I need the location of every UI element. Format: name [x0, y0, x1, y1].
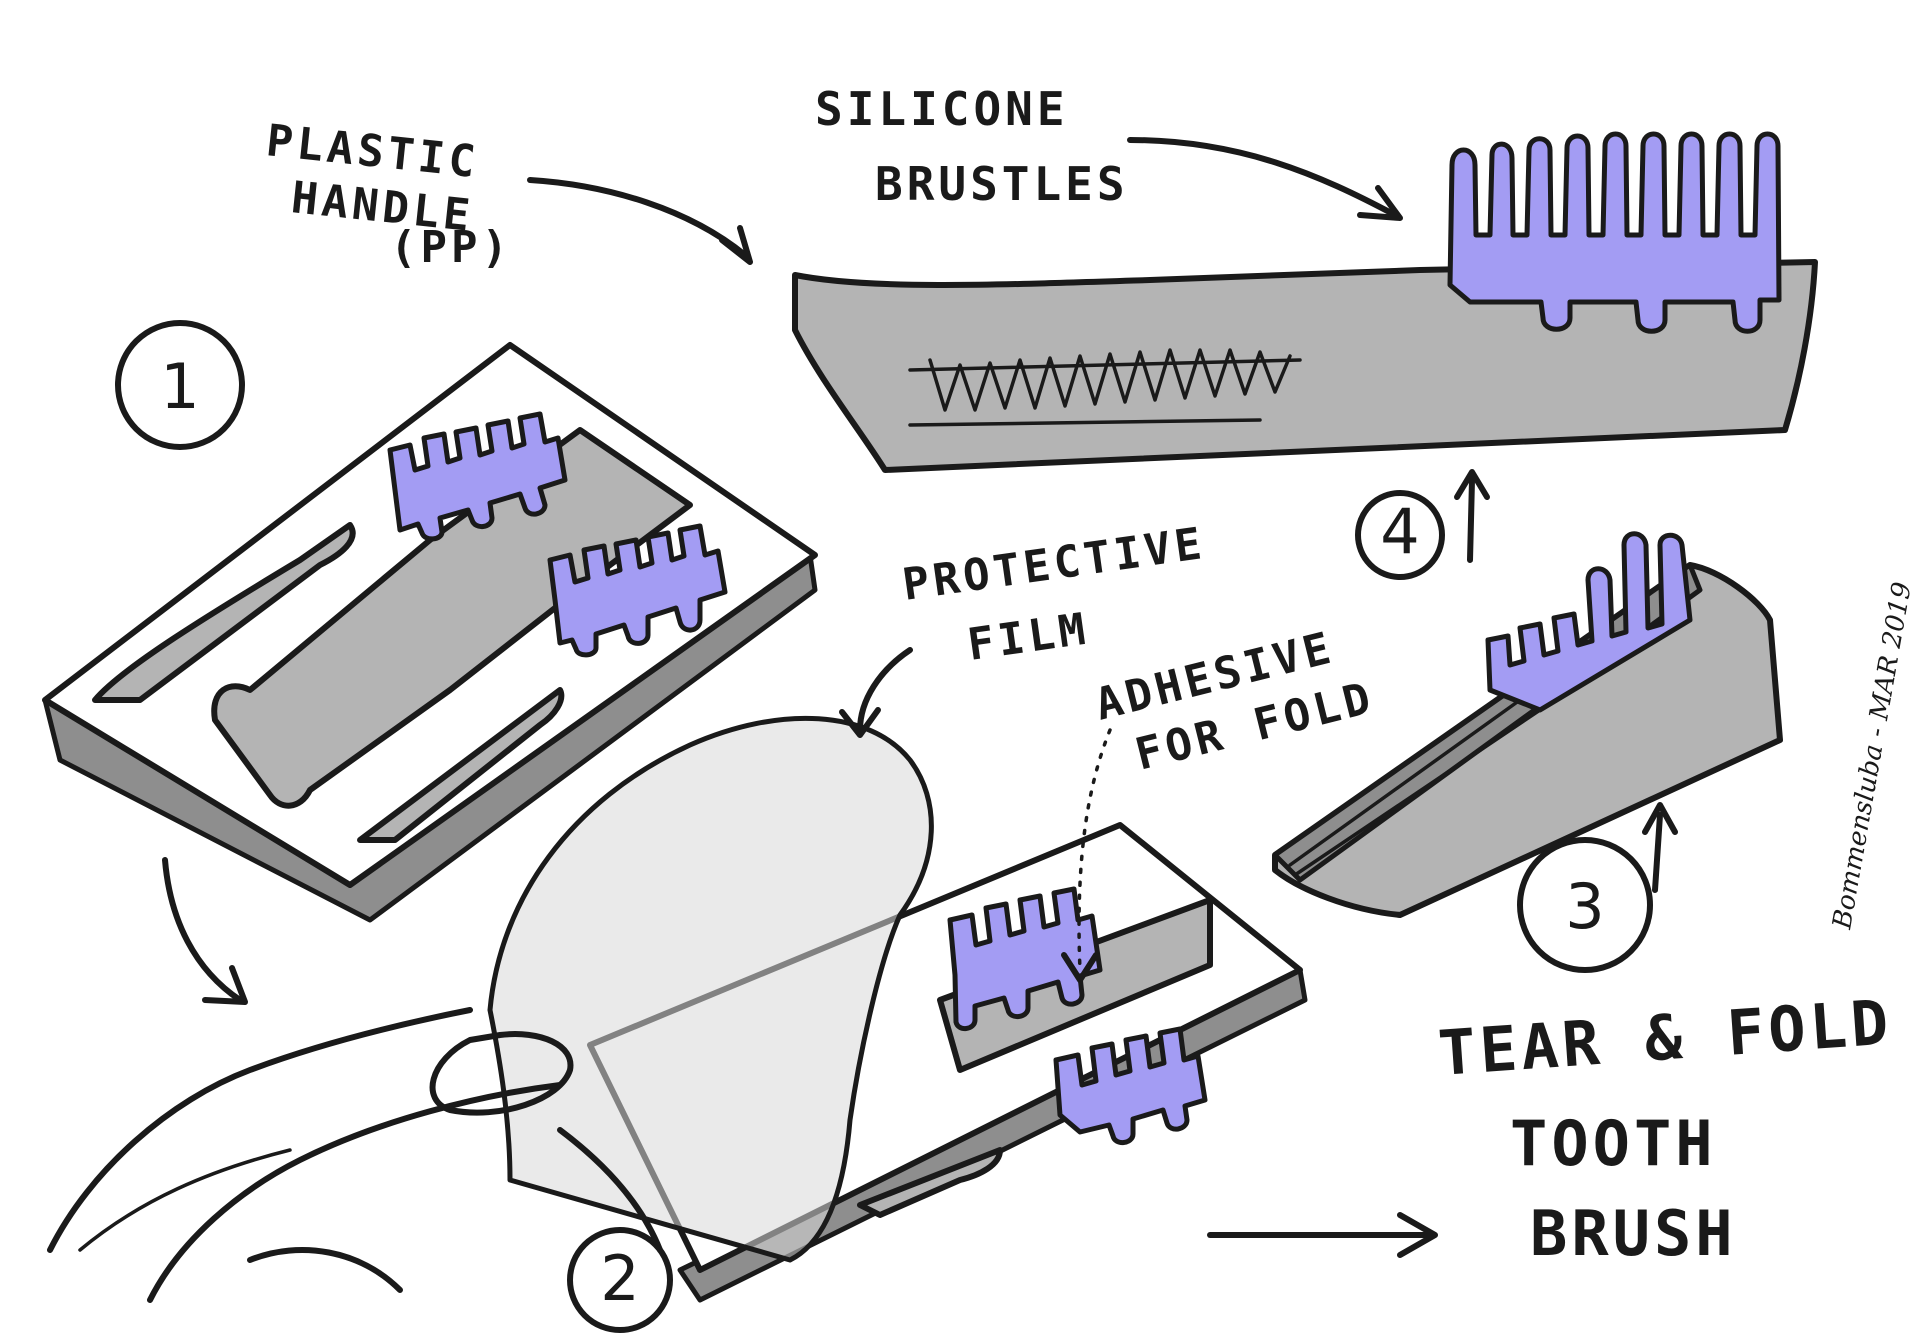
step-number-2: 2 [567, 1227, 673, 1333]
arrow-icon [162, 857, 248, 1005]
signature: Bommensluba - MAR 2019 [1827, 580, 1918, 932]
arrow-icon [1454, 469, 1490, 563]
arrow-icon [1207, 1212, 1438, 1258]
step-3-folded-toothbrush [1272, 531, 1783, 918]
label-plastic-handle-line3: (PP) [390, 222, 512, 273]
title-line2: TOOTH [1510, 1107, 1717, 1180]
step-1-sheet [42, 342, 818, 923]
title-line1: TEAR & FOLD [1436, 985, 1895, 1090]
arrow-icon [1642, 802, 1678, 893]
arrow-icon [527, 177, 753, 265]
step-number-4: 4 [1355, 490, 1445, 580]
label-adhesive: ADHESIVE FOR FOLD [1090, 622, 1379, 780]
label-protective-film-line2: FILM [964, 603, 1092, 670]
title: TEAR & FOLD TOOTH BRUSH [1436, 985, 1895, 1270]
label-silicone-bristles-line1: SILICONE [815, 82, 1069, 136]
label-plastic-handle: PLASTIC HANDLE (PP) [264, 115, 512, 273]
label-silicone-bristles: SILICONE BRUSTLES [815, 82, 1129, 211]
step-number-2-text: 2 [600, 1242, 639, 1315]
arrow-icon [1127, 137, 1403, 221]
assembled-toothbrush [792, 131, 1818, 473]
arrow-icon [839, 647, 913, 738]
title-line3: BRUSH [1530, 1197, 1737, 1270]
hand-icon [47, 1007, 663, 1303]
step-number-3-text: 3 [1565, 870, 1604, 943]
protective-film [487, 715, 934, 1263]
arrow-icon [1061, 728, 1112, 983]
step-number-1: 1 [115, 320, 245, 450]
label-silicone-bristles-line2: BRUSTLES [875, 157, 1129, 211]
label-protective-film: PROTECTIVE FILM [899, 518, 1208, 671]
step-number-4-text: 4 [1380, 495, 1419, 568]
step-number-1-text: 1 [160, 350, 199, 423]
label-protective-film-line1: PROTECTIVE [899, 518, 1208, 611]
step-number-3: 3 [1517, 837, 1653, 973]
